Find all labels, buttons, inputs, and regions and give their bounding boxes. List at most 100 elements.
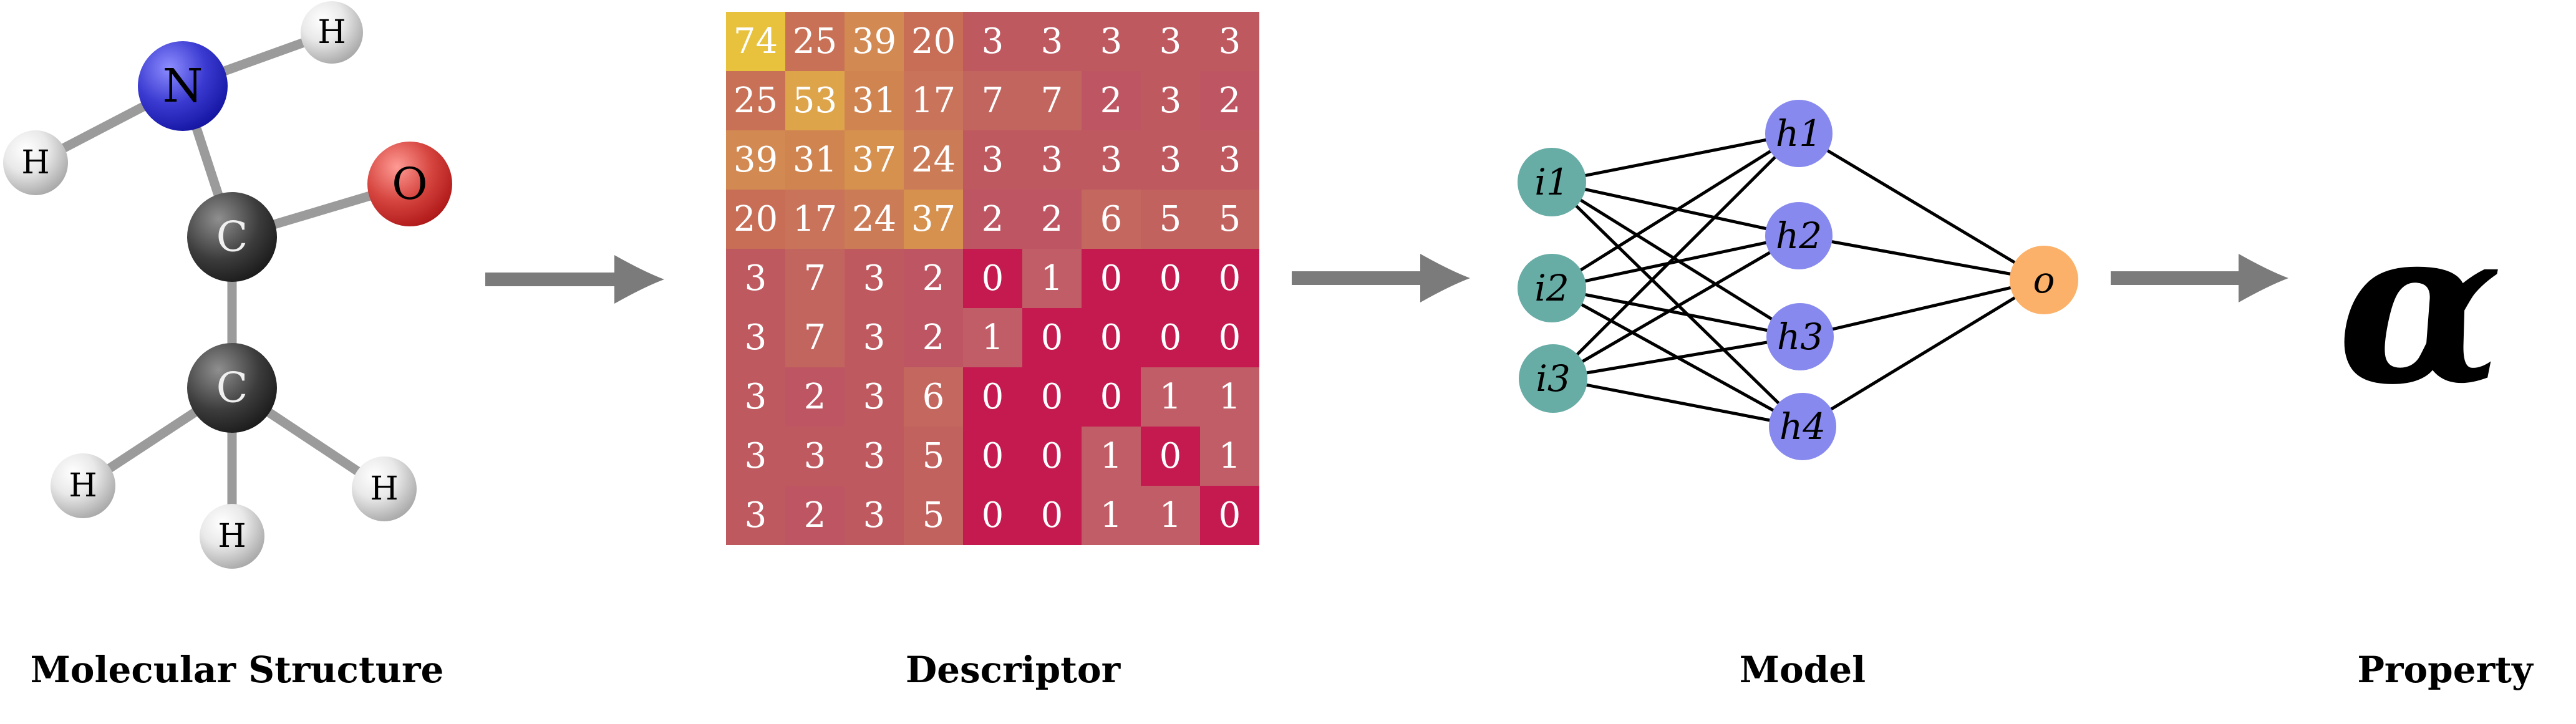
matrix-cell-r8c3: 3 — [845, 427, 904, 486]
matrix-cell-r4c4: 37 — [904, 190, 963, 249]
matrix-cell-r1c9: 3 — [1200, 12, 1259, 71]
matrix-cell-r7c9: 1 — [1200, 367, 1259, 427]
matrix-cell-r3c5: 3 — [963, 130, 1022, 190]
nn-node-h1 — [1765, 100, 1833, 167]
matrix-cell-r4c8: 5 — [1141, 190, 1200, 249]
matrix-cell-r3c2: 31 — [785, 130, 845, 190]
matrix-cell-r6c3: 3 — [845, 308, 904, 367]
matrix-cell-r3c7: 3 — [1082, 130, 1141, 190]
flow-arrow-1 — [485, 255, 664, 304]
flow-arrow-3 — [2111, 254, 2288, 302]
matrix-cell-r4c6: 2 — [1022, 190, 1082, 249]
matrix-cell-r3c8: 3 — [1141, 130, 1200, 190]
matrix-cell-r8c4: 5 — [904, 427, 963, 486]
matrix-cell-r1c3: 39 — [845, 12, 904, 71]
atom-label-O: O — [392, 158, 427, 210]
nn-edge-h2-o — [1798, 234, 2045, 282]
nn-node-label-o: o — [2033, 259, 2055, 301]
matrix-cell-r7c5: 0 — [963, 367, 1022, 427]
matrix-cell-r9c4: 5 — [904, 486, 963, 545]
nn-node-h3 — [1766, 303, 1834, 370]
matrix-cell-r4c1: 20 — [726, 190, 785, 249]
matrix-cell-r4c5: 2 — [963, 190, 1022, 249]
nn-edge-i2-h3 — [1551, 286, 1801, 339]
matrix-cell-r4c3: 24 — [845, 190, 904, 249]
atom-label-H4: H — [370, 470, 398, 508]
flow-arrow-2 — [1292, 254, 1470, 302]
matrix-cell-r8c7: 1 — [1082, 427, 1141, 486]
matrix-cell-r1c4: 20 — [904, 12, 963, 71]
matrix-cell-r5c3: 3 — [845, 249, 904, 308]
property-alpha-symbol: α — [2337, 179, 2503, 432]
matrix-cell-r1c6: 3 — [1022, 12, 1082, 71]
matrix-cell-r5c5: 0 — [963, 249, 1022, 308]
matrix-cell-r8c1: 3 — [726, 427, 785, 486]
matrix-cell-r2c2: 53 — [785, 71, 845, 130]
matrix-cell-r9c5: 0 — [963, 486, 1022, 545]
nn-node-label-i2: i2 — [1534, 267, 1569, 309]
nn-node-i2 — [1518, 254, 1586, 322]
nn-edge-i3-h1 — [1552, 132, 1800, 380]
nn-edge-i2-h1 — [1551, 132, 1800, 290]
matrix-cell-r4c2: 17 — [785, 190, 845, 249]
matrix-cell-r2c6: 7 — [1022, 71, 1082, 130]
nn-node-label-h3: h3 — [1777, 316, 1823, 358]
nn-node-label-h2: h2 — [1776, 215, 1822, 257]
caption-molecular-structure: Molecular Structure — [30, 649, 444, 691]
matrix-cell-r9c8: 1 — [1141, 486, 1200, 545]
matrix-cell-r6c4: 2 — [904, 308, 963, 367]
nn-edge-i3-h3 — [1552, 335, 1801, 380]
matrix-cell-r9c6: 0 — [1022, 486, 1082, 545]
matrix-cell-r8c8: 0 — [1141, 427, 1200, 486]
nn-edge-i1-h4 — [1551, 181, 1804, 428]
matrix-cell-r7c3: 3 — [845, 367, 904, 427]
matrix-cell-r1c5: 3 — [963, 12, 1022, 71]
matrix-cell-r9c2: 2 — [785, 486, 845, 545]
atom-label-C2: C — [216, 364, 248, 412]
atom-C1 — [187, 192, 277, 282]
nn-node-h2 — [1765, 202, 1833, 269]
matrix-cell-r1c1: 74 — [726, 12, 785, 71]
caption-model: Model — [1739, 649, 1866, 691]
matrix-cell-r5c8: 0 — [1141, 249, 1200, 308]
matrix-cell-r9c3: 3 — [845, 486, 904, 545]
nn-edge-i3-h4 — [1552, 377, 1803, 428]
nn-edge-h1-o — [1798, 132, 2045, 282]
caption-property: Property — [2357, 649, 2533, 691]
matrix-cell-r7c4: 6 — [904, 367, 963, 427]
matrix-cell-r3c9: 3 — [1200, 130, 1259, 190]
nn-node-i1 — [1518, 148, 1586, 216]
matrix-cell-r2c1: 25 — [726, 71, 785, 130]
nn-edge-i1-h1 — [1551, 132, 1799, 184]
nn-node-o — [2010, 246, 2078, 314]
nn-node-h4 — [1769, 393, 1836, 460]
matrix-cell-r2c7: 2 — [1082, 71, 1141, 130]
matrix-cell-r9c7: 1 — [1082, 486, 1141, 545]
matrix-cell-r2c8: 3 — [1141, 71, 1200, 130]
nn-edge-h3-o — [1799, 278, 2045, 339]
matrix-cell-r6c2: 7 — [785, 308, 845, 367]
matrix-cell-r5c7: 0 — [1082, 249, 1141, 308]
matrix-cell-r6c5: 1 — [963, 308, 1022, 367]
matrix-cell-r1c8: 3 — [1141, 12, 1200, 71]
atom-label-H1: H — [317, 14, 346, 51]
atom-label-N: N — [163, 59, 203, 113]
matrix-cell-r3c1: 39 — [726, 130, 785, 190]
matrix-cell-r3c4: 24 — [904, 130, 963, 190]
nn-edge-i1-h2 — [1551, 180, 1799, 238]
matrix-cell-r8c6: 0 — [1022, 427, 1082, 486]
matrix-cell-r1c2: 25 — [785, 12, 845, 71]
matrix-cell-r2c3: 31 — [845, 71, 904, 130]
matrix-cell-r2c9: 2 — [1200, 71, 1259, 130]
matrix-cell-r5c6: 1 — [1022, 249, 1082, 308]
matrix-cell-r7c7: 0 — [1082, 367, 1141, 427]
matrix-cell-r3c3: 37 — [845, 130, 904, 190]
matrix-cell-r1c7: 3 — [1082, 12, 1141, 71]
matrix-cell-r5c9: 0 — [1200, 249, 1259, 308]
nn-edge-i1-h3 — [1551, 180, 1801, 339]
caption-descriptor: Descriptor — [905, 649, 1121, 691]
matrix-cell-r7c1: 3 — [726, 367, 785, 427]
